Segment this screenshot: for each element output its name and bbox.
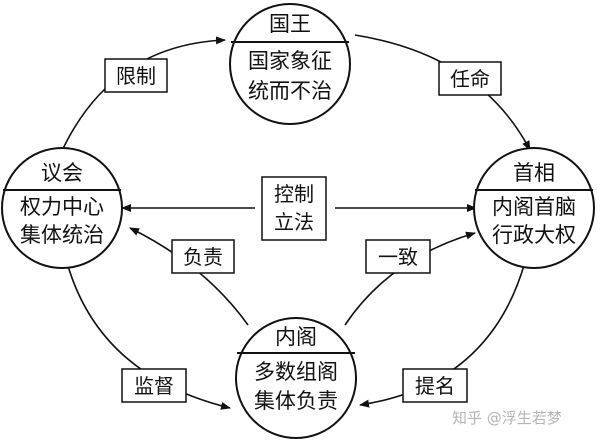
label-nominate-text: 提名 <box>415 374 455 398</box>
node-parliament-line-2: 集体统治 <box>20 223 104 247</box>
label-limit-text: 限制 <box>116 64 156 88</box>
node-prime-minister-line-1: 内阁首脑 <box>492 195 576 219</box>
node-parliament-title: 议会 <box>41 161 83 185</box>
label-consistent: 一致 <box>365 239 431 274</box>
node-parliament: 议会 权力中心 集体统治 <box>1 147 123 269</box>
node-king-title: 国王 <box>269 12 311 36</box>
label-responsible: 负责 <box>171 239 235 274</box>
label-consistent-text: 一致 <box>378 245 418 269</box>
label-limit: 限制 <box>104 58 168 93</box>
node-cabinet-line-2: 集体负责 <box>254 389 338 413</box>
label-supervise-text: 监督 <box>134 374 174 398</box>
node-king-line-1: 国家象征 <box>248 49 332 73</box>
node-king-line-2: 统而不治 <box>248 79 332 103</box>
node-parliament-line-1: 权力中心 <box>20 195 104 219</box>
label-responsible-text: 负责 <box>183 245 223 269</box>
node-cabinet: 内阁 多数组阁 集体负责 <box>235 317 357 439</box>
label-appoint-text: 任命 <box>450 67 490 91</box>
watermark: 知乎 @浮生若梦 <box>452 409 562 427</box>
node-prime-minister-line-2: 行政大权 <box>492 223 576 247</box>
node-cabinet-line-1: 多数组阁 <box>254 360 338 384</box>
label-control-text: 控制 <box>274 182 314 206</box>
edge-parliament-to-cabinet <box>64 254 231 410</box>
node-king: 国王 国家象征 统而不治 <box>229 3 351 125</box>
node-cabinet-title: 内阁 <box>275 325 317 349</box>
node-prime-minister-title: 首相 <box>513 161 555 185</box>
node-prime-minister: 首相 内阁首脑 行政大权 <box>473 147 595 269</box>
label-legislate-text: 立法 <box>274 210 314 234</box>
label-control-legislate: 控制 立法 <box>261 176 327 241</box>
label-nominate: 提名 <box>402 368 468 403</box>
edge-parliament-to-king <box>59 36 226 156</box>
label-supervise: 监督 <box>121 368 187 403</box>
label-appoint: 任命 <box>438 61 502 96</box>
edge-prime-minister-to-cabinet <box>359 261 526 408</box>
